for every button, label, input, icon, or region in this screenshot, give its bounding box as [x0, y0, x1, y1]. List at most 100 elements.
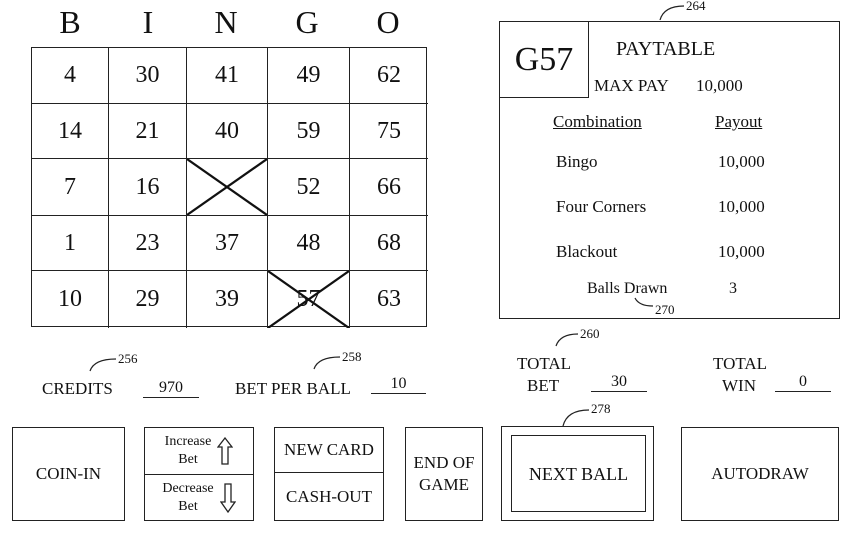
total-win-label-line1: TOTAL [713, 354, 768, 373]
total-bet-ref-label: 260 [555, 326, 600, 347]
bet-per-ball-ref-label: 258 [313, 349, 362, 370]
cell-number: 63 [377, 286, 401, 312]
paytable-panel: G57 PAYTABLE MAX PAY 10,000 Combination … [499, 21, 840, 319]
total-bet-value: 30 [591, 373, 647, 392]
card-cell: 1 [32, 216, 109, 271]
total-bet-label-line2: BET [527, 376, 560, 395]
bet-adjust-panel: Increase Bet Decrease Bet [144, 427, 254, 521]
leader-line-icon [89, 358, 117, 372]
cell-number: 16 [135, 173, 160, 200]
total-bet-ref-number: 260 [580, 326, 600, 341]
max-pay-label: MAX PAY [594, 76, 669, 95]
balls-drawn-ref-number: 270 [655, 302, 675, 317]
cell-number: 48 [296, 229, 321, 256]
card-cell: 39 [187, 271, 268, 328]
cell-number: 66 [377, 173, 401, 200]
paytable-payout: 10,000 [718, 152, 765, 171]
coin-in-button[interactable]: COIN-IN [12, 427, 125, 521]
autodraw-button[interactable]: AUTODRAW [681, 427, 839, 521]
card-cell: 7 [32, 159, 109, 216]
paytable-title: PAYTABLE [616, 38, 716, 60]
decrease-bet-button[interactable]: Decrease Bet [145, 475, 253, 520]
new-card-label: NEW CARD [284, 440, 374, 459]
total-win-value: 0 [775, 373, 831, 392]
column-header-combination: Combination [553, 112, 642, 131]
bet-per-ball-value: 10 [371, 375, 426, 394]
card-cell: 21 [109, 104, 187, 159]
cell-number: 75 [377, 117, 401, 144]
cell-number: 52 [296, 173, 321, 200]
cell-number: 23 [135, 229, 160, 256]
column-header-payout: Payout [715, 112, 763, 131]
card-cell: 52 [268, 159, 350, 216]
header-letter-b: B [59, 4, 81, 40]
cash-out-button[interactable]: CASH-OUT [275, 473, 383, 520]
credits-ref-label: 256 [89, 351, 138, 372]
x-mark-icon [268, 271, 349, 328]
card-cell: 63 [350, 271, 428, 328]
card-cell: 48 [268, 216, 350, 271]
header-letter-o: O [376, 4, 400, 40]
free-space-cell [187, 159, 268, 216]
cell-number: 62 [377, 62, 401, 88]
paytable-ref-label: 264 [659, 0, 706, 21]
header-letter-i: I [142, 4, 154, 40]
card-cell: 4 [32, 48, 109, 104]
paytable-combination: Four Corners [556, 197, 647, 216]
paytable-combination: Bingo [556, 152, 598, 171]
card-cell: 59 [268, 104, 350, 159]
next-ball-button[interactable]: NEXT BALL [501, 426, 654, 521]
header-letter-g: G [295, 4, 319, 40]
total-bet-label-line1: TOTAL [517, 354, 572, 373]
cell-number: 29 [135, 286, 160, 312]
paytable-combination: Blackout [556, 242, 618, 261]
credits-label: CREDITS [42, 379, 113, 398]
increase-bet-label-line2: Bet [178, 452, 198, 467]
card-cash-panel: NEW CARD CASH-OUT [274, 427, 384, 521]
leader-line-icon [555, 333, 579, 347]
new-card-button[interactable]: NEW CARD [275, 428, 383, 473]
bet-per-ball-ref-number: 258 [342, 349, 362, 364]
cell-number: 40 [215, 117, 239, 144]
cell-number: 1 [64, 229, 76, 256]
card-cell: 16 [109, 159, 187, 216]
card-cell: 14 [32, 104, 109, 159]
total-win-label-line2: WIN [722, 376, 756, 395]
card-cell: 68 [350, 216, 428, 271]
leader-line-icon [313, 356, 341, 370]
increase-bet-button[interactable]: Increase Bet [145, 428, 253, 475]
cell-number: 10 [58, 286, 82, 312]
card-cell: 66 [350, 159, 428, 216]
autodraw-label: AUTODRAW [711, 464, 809, 483]
arrow-down-icon [219, 482, 236, 513]
card-cell: 23 [109, 216, 187, 271]
card-cell: 30 [109, 48, 187, 104]
cash-out-label: CASH-OUT [286, 486, 372, 506]
arrow-up-icon [217, 437, 234, 465]
paytable-ref-number: 264 [686, 0, 706, 13]
bet-per-ball-label: BET PER BALL [235, 379, 351, 398]
credits-ref-number: 256 [118, 351, 138, 366]
card-cell: 29 [109, 271, 187, 328]
balls-drawn-value: 3 [729, 280, 737, 297]
end-of-game-button[interactable]: END OF GAME [405, 427, 483, 521]
card-cell: 49 [268, 48, 350, 104]
decrease-bet-label-line1: Decrease [162, 480, 214, 496]
cell-number: 14 [58, 117, 82, 144]
credits-value: 970 [143, 379, 199, 398]
cell-number: 49 [296, 62, 321, 88]
card-cell: 62 [350, 48, 428, 104]
next-ball-highlight: NEXT BALL [511, 435, 646, 512]
card-cell: 10 [32, 271, 109, 328]
increase-bet-label-line1: Increase [164, 434, 212, 449]
balls-drawn-ref-label: 270 [634, 297, 675, 318]
leader-line-icon [562, 409, 590, 427]
next-ball-label: NEXT BALL [528, 463, 629, 484]
header-letter-n: N [214, 4, 238, 40]
cell-number: 68 [377, 229, 401, 256]
leader-line-icon [634, 297, 654, 307]
leader-line-icon [659, 5, 685, 21]
marked-cell: 57 [268, 271, 350, 328]
cell-number: 21 [135, 117, 160, 144]
